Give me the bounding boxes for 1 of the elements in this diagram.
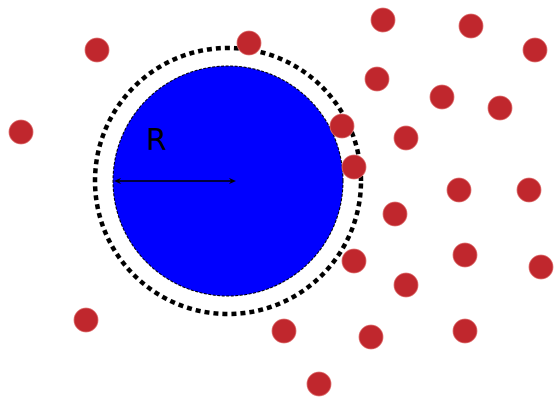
radius-label: R [148, 128, 166, 150]
